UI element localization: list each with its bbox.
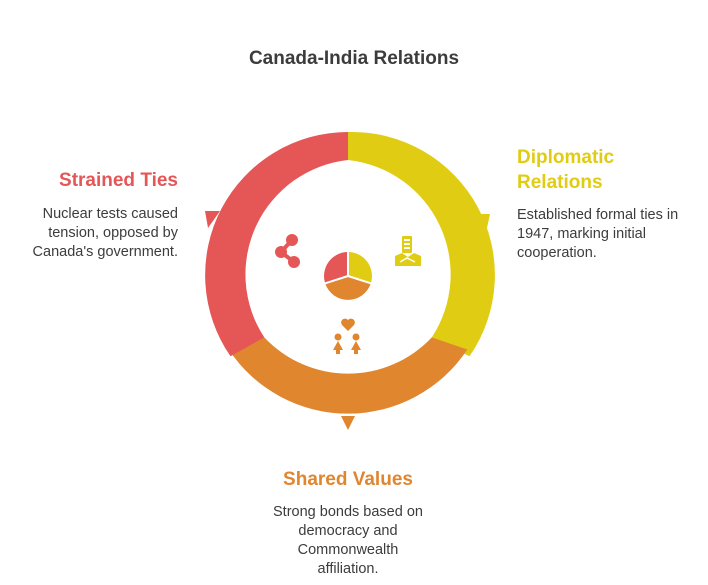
shared-values-heading: Shared Values <box>283 469 413 490</box>
arrow-head-strained <box>205 211 220 228</box>
pie-slice-shared <box>325 276 371 300</box>
strained-ties-description: Nuclear tests caused tension, opposed by… <box>32 206 178 260</box>
strained-ties-heading: Strained Ties <box>59 170 178 191</box>
ring-segment-shared <box>228 337 468 414</box>
share-nodes-icon <box>275 234 300 268</box>
ring-segment-strained <box>205 132 348 357</box>
handshake-building-icon <box>395 236 421 266</box>
center-pie-chart <box>324 251 372 300</box>
diplomatic-relations-heading-text: Diplomatic Relations <box>517 147 615 193</box>
arrow-head-shared <box>341 416 355 430</box>
shared-values-description-text: Strong bonds based on democracy and Comm… <box>273 504 423 577</box>
pie-slice-strained <box>324 252 348 284</box>
ring-segment-diplomatic <box>348 131 495 357</box>
diplomatic-relations-description: Established formal ties in 1947, marking… <box>517 207 679 261</box>
people-heart-icon <box>333 318 361 354</box>
shared-values-description: Strong bonds based on democracy and Comm… <box>0 503 696 579</box>
diagram-title: Canada-India Relations <box>248 48 460 69</box>
diplomatic-relations-heading: Diplomatic Relations <box>517 145 637 195</box>
arrow-head-diplomatic <box>476 214 490 228</box>
pie-slice-diplomatic <box>348 252 372 284</box>
